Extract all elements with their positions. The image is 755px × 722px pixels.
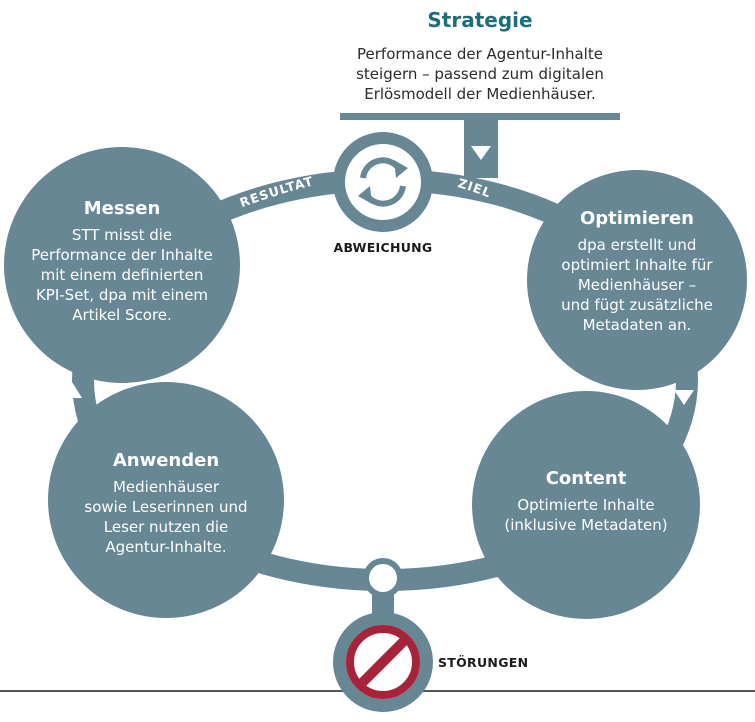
node-text-line: Leser nutzen die [103,518,229,536]
node-content [472,391,700,619]
junction-node [363,558,403,598]
refresh-cycle-icon [358,157,408,207]
node-description: Medienhäuser sowie Leserinnen und Leser … [56,477,276,557]
node-content-content: Content Optimierte Inhalte (inklusive Me… [476,468,696,535]
node-title: Optimieren [580,208,694,229]
node-text-line: (inklusive Metadaten) [504,516,668,534]
node-optimieren [527,170,747,390]
node-optimieren-content: Optimieren dpa erstellt und optimiert In… [527,208,747,335]
node-description: dpa erstellt und optimiert Inhalte für M… [527,235,747,335]
node-anwenden [48,382,284,618]
strategy-text: Performance der Agentur-Inhalte steigern… [300,44,660,104]
deviation-badge-inner [345,144,421,220]
node-text-line: Agentur-Inhalte. [105,538,227,556]
node-messen-content: Messen STT misst die Performance der Inh… [12,198,232,325]
node-messen [4,147,240,383]
node-text-line: Optimierte Inhalte [517,496,655,514]
node-title: Content [545,468,627,489]
node-text-line: Artikel Score. [72,306,172,324]
node-text-line: Medienhäuser – [577,276,697,294]
node-text-line: Medienhäuser [112,478,219,496]
strategy-text-line: Erlösmodell der Medienhäuser. [364,85,596,103]
strategy-title: Strategie [427,8,533,32]
node-text-line: KPI-Set, dpa mit einem [35,286,209,304]
down-arrow-icon [471,146,491,160]
node-text-line: optimiert Inhalte für [561,256,713,274]
label-stoerungen: STÖRUNGEN [438,655,529,670]
node-text-line: mit einem definierten [40,266,204,284]
node-text-line: dpa erstellt und [577,236,697,254]
node-text-line: STT misst die [71,226,173,244]
strategy-text-line: steigern – passend zum digitalen [356,65,604,83]
node-text-line: und fügt zusätzliche [561,296,713,314]
prohibition-bar [356,635,410,689]
up-arrow-icon [62,382,82,398]
node-description: STT misst die Performance der Inhalte mi… [12,225,232,325]
node-title: Messen [83,198,161,219]
down-arrow-icon [674,390,694,405]
node-description: Optimierte Inhalte (inklusive Metadaten) [476,495,696,535]
node-text-line: Performance der Inhalte [31,246,213,264]
node-title: Anwenden [112,450,220,471]
node-text-line: Metadaten an. [582,316,692,334]
node-text-line: sowie Leserinnen und [84,498,248,516]
node-anwenden-content: Anwenden Medienhäuser sowie Leserinnen u… [56,450,276,557]
strategy-bar [340,113,620,120]
strategy-text-line: Performance der Agentur-Inhalte [357,45,603,63]
label-abweichung: ABWEICHUNG [333,240,433,255]
